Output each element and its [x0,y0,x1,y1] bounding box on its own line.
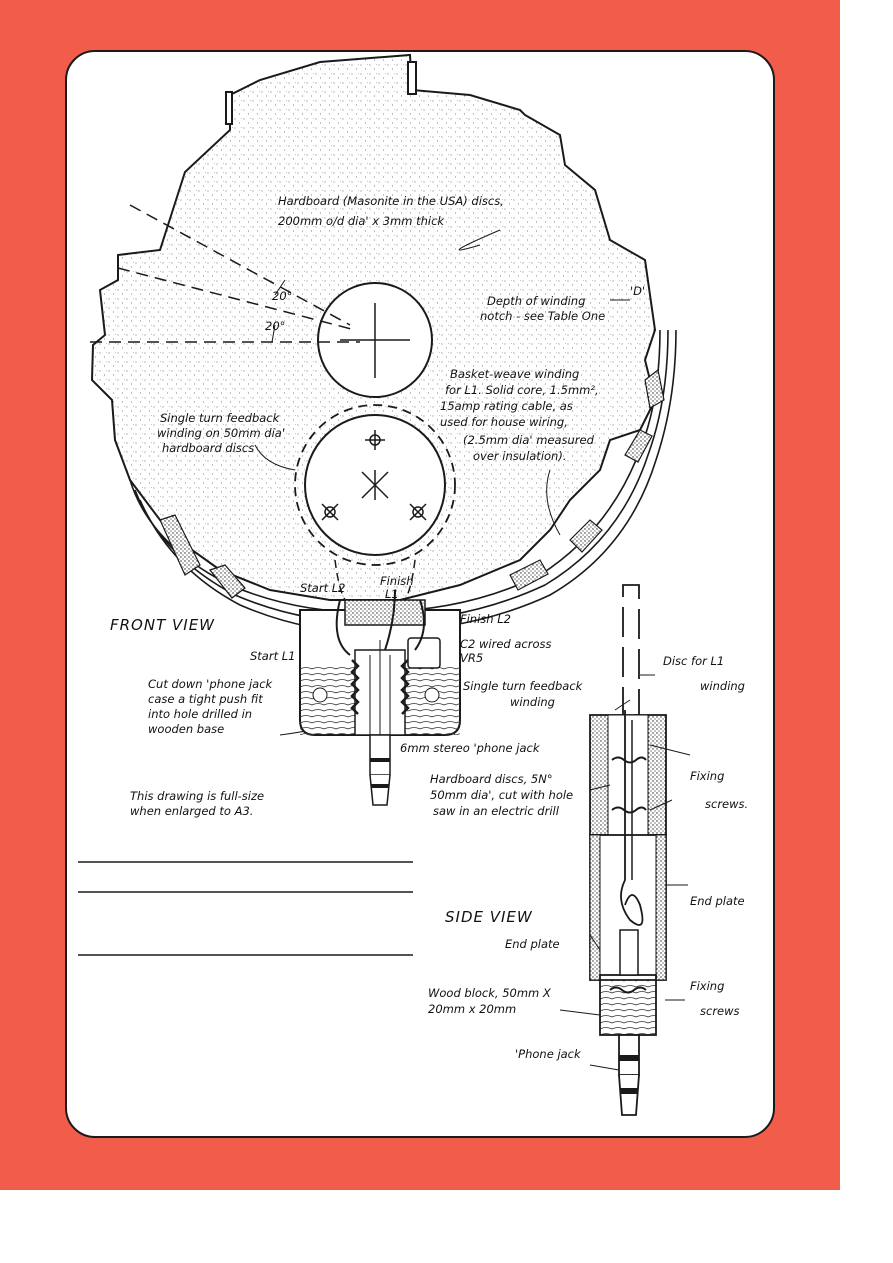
label-notch-2: notch - see Table One [480,309,605,323]
side-view [589,584,667,1116]
label-feedback-1: Single turn feedback [160,411,281,425]
label-feedback-2: winding on 50mm dia' [157,426,285,440]
label-basket-5: (2.5mm dia' measured [463,433,595,447]
label-feedback-3: hardboard discs [162,441,254,455]
label-single-1: Single turn feedback [463,679,584,693]
label-basket-3: 15amp rating cable, as [440,399,573,413]
label-full-size-2: when enlarged to A3. [130,804,253,818]
table-lines [78,861,413,956]
label-finish-l1-2: L1 [385,587,399,601]
label-finish-l2: Finish L2 [460,612,511,626]
label-c2-2: VR5 [460,651,483,665]
label-single-2: winding [510,695,555,709]
label-hb-1: Hardboard discs, 5N° [430,772,553,786]
label-phone-jack: 'Phone jack [515,1047,582,1061]
label-full-size-1: This drawing is full-size [130,789,264,803]
angle-lines [90,204,360,343]
label-basket-1: Basket-weave winding [450,367,579,381]
label-wood-2: 20mm x 20mm [428,1002,516,1016]
label-basket-2: for L1. Solid core, 1.5mm², [445,383,599,397]
label-case-4: wooden base [148,722,224,736]
label-wood-1: Wood block, 50mm X [428,986,552,1000]
label-start-l2: Start L2 [300,581,345,595]
small-disc-screws [321,430,427,521]
label-disc-l1-2: winding [700,679,745,693]
label-basket-4: used for house wiring, [440,415,568,429]
label-fixing-1b: screws. [705,797,748,811]
label-fixing-2b: screws [700,1004,740,1018]
label-finish-l1-1: Finish [380,574,414,588]
label-fixing-1a: Fixing [690,769,724,783]
label-hb-3: saw in an electric drill [433,804,560,818]
label-disc-main-1: Hardboard (Masonite in the USA) discs, [278,194,504,208]
label-end-plate-right: End plate [690,894,745,908]
label-end-plate-left: End plate [505,937,560,951]
feedback-winding-dashed [294,404,456,566]
winding-notches [225,61,417,125]
label-basket-6: over insulation). [473,449,566,463]
label-front-view: FRONT VIEW [110,616,215,634]
label-fixing-2a: Fixing [690,979,724,993]
label-notch-1: Depth of winding [487,294,585,308]
label-case-2: case a tight push fit [148,692,263,706]
label-disc-main-2: 200mm o/d dia' x 3mm thick [278,214,445,228]
label-case-3: into hole drilled in [148,707,252,721]
winding-insulation-segments [159,368,665,599]
capacitor-c2 [335,589,441,669]
label-c2-1: C2 wired across [460,637,551,651]
label-angle-b: 20° [265,319,285,333]
label-case-1: Cut down 'phone jack [148,677,274,691]
label-jack-6mm: 6mm stereo 'phone jack [400,741,541,755]
label-notch-d: 'D' [630,284,645,298]
phone-jack-front [350,640,410,806]
label-start-l1: Start L1 [250,649,295,663]
label-hb-2: 50mm dia', cut with hole [430,788,573,802]
side-view-leaders [559,674,691,1071]
label-disc-l1-1: Disc for L1 [663,654,724,668]
label-side-view: SIDE VIEW [445,908,533,926]
label-angle-a: 20° [272,289,292,303]
